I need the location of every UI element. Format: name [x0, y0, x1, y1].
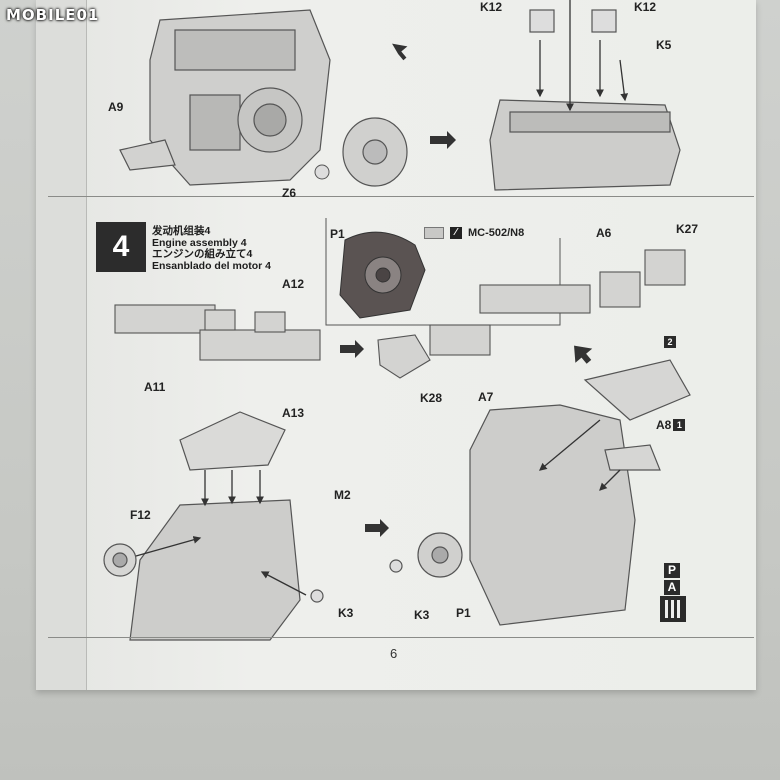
- part-z6-shape: [314, 164, 330, 180]
- part-label-a7: A7: [478, 390, 494, 404]
- trash-icon: [660, 596, 686, 622]
- step-title-en: Engine assembly 4: [152, 236, 247, 249]
- paint-callout: ⁄ MC-502/N8: [424, 227, 524, 239]
- part-label-a6: A6: [596, 226, 612, 240]
- part-label-a11: A11: [144, 380, 166, 394]
- tag-one-badge: 1: [673, 419, 686, 431]
- bottom-right-guide-arrows: [539, 419, 621, 491]
- engine-head-top-right: [489, 9, 681, 191]
- page-number: 6: [390, 646, 398, 661]
- step-arrow-top: [392, 43, 408, 61]
- tag-two-badge: 2: [664, 336, 676, 348]
- tag-two-wrap: 2: [662, 335, 676, 349]
- pa-icon: P A: [664, 563, 680, 595]
- part-label-k12-left: K12: [480, 0, 503, 14]
- paint-swatch: [424, 227, 444, 239]
- part-label-m2: M2: [334, 488, 351, 502]
- engine-block-bottom-left: [103, 411, 324, 641]
- part-label-p1-top: P1: [330, 227, 345, 241]
- paint-brush-icon: ⁄: [450, 227, 462, 239]
- step-number-badge: 4: [96, 222, 146, 272]
- pa-icon-a: A: [664, 580, 680, 595]
- paint-code: MC-502/N8: [468, 227, 525, 239]
- engine-assembled-bottom-right: [389, 359, 691, 626]
- part-label-a12: A12: [282, 277, 305, 291]
- part-label-k28: K28: [420, 391, 443, 405]
- cam-assembly-left: [114, 304, 321, 361]
- part-label-k3-left: K3: [338, 606, 354, 620]
- step-arrow-mid: [574, 345, 593, 364]
- part-label-a8-text: A8: [656, 418, 672, 432]
- cam-assembly-right: [377, 249, 686, 379]
- step-title-es: Ensanblado del motor 4: [152, 259, 272, 272]
- next-arrow-top: [430, 131, 456, 149]
- top-right-guide-arrows: [536, 0, 629, 112]
- part-label-k27: K27: [676, 222, 699, 236]
- part-label-z6: Z6: [282, 186, 297, 200]
- step-title-cn: 发动机组装4: [152, 225, 211, 237]
- next-arrow-bottom: [365, 519, 389, 537]
- alternator-cover-top: [342, 117, 408, 187]
- watermark: MOBILE01: [6, 6, 100, 24]
- part-p1-cover: [339, 231, 426, 319]
- step-title-block: 发动机组装4 Engine assembly 4 エンジンの組み立て4 Ensa…: [152, 225, 272, 272]
- part-label-k3-right: K3: [414, 608, 430, 622]
- part-label-a9: A9: [108, 100, 124, 114]
- section-divider-top: [48, 196, 754, 197]
- next-arrow-mid: [340, 340, 364, 358]
- bottom-left-guide-arrows: [135, 470, 307, 596]
- previous-page-edge: [36, 0, 87, 690]
- part-label-k12-right: K12: [634, 0, 657, 14]
- section-divider-bottom: [48, 637, 754, 638]
- engine-block-top-left: [119, 9, 331, 186]
- step-title-jp: エンジンの組み立て4: [152, 248, 253, 260]
- pa-icon-p: P: [664, 563, 680, 578]
- part-label-f12: F12: [130, 508, 151, 522]
- part-label-p1-bottom: P1: [456, 606, 471, 620]
- part-label-k5: K5: [656, 38, 672, 52]
- part-label-a13: A13: [282, 406, 305, 420]
